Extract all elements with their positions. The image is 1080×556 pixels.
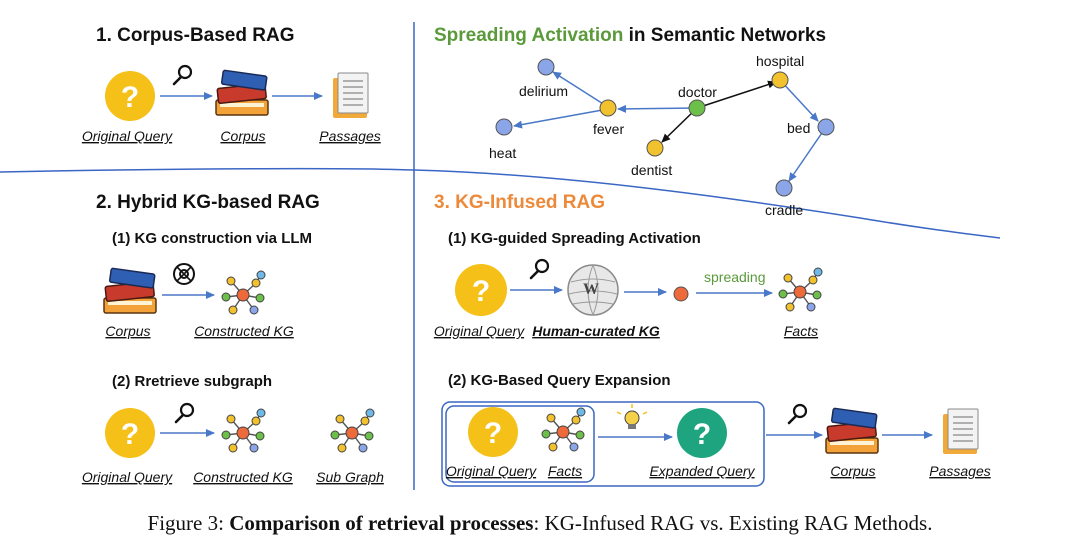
- figure-caption: Figure 3: Comparison of retrieval proces…: [148, 511, 933, 535]
- search-icon: [174, 402, 195, 424]
- label-corpus: Corpus: [220, 128, 265, 144]
- svg-text:?: ?: [472, 275, 490, 308]
- node-hospital: [771, 71, 789, 89]
- node-dentist: [646, 139, 664, 157]
- lightbulb-icon: [616, 404, 648, 429]
- search-icon: [787, 403, 808, 425]
- search-icon: [529, 258, 550, 280]
- expanded-query-icon: [677, 408, 727, 458]
- semantic-network: delirium doctor hospital fever bed heat …: [489, 53, 835, 218]
- label-original-query: Original Query: [82, 128, 173, 144]
- search-icon: [172, 64, 193, 86]
- section2-step1: (1) KG construction via LLM: [112, 230, 312, 247]
- label-constructed-kg: Constructed KG: [193, 469, 293, 485]
- node-delirium: [537, 58, 555, 76]
- label-corpus: Corpus: [830, 463, 875, 479]
- section3-step1: (1) KG-guided Spreading Activation: [448, 230, 701, 247]
- node-bed: [817, 118, 835, 136]
- node-label-dentist: dentist: [631, 162, 672, 178]
- node-label-doctor: doctor: [678, 84, 717, 100]
- label-expanded-query: Expanded Query: [649, 463, 755, 479]
- node-label-hospital: hospital: [756, 53, 804, 69]
- spreading-label: spreading: [704, 269, 766, 285]
- kg-graph-icon: [221, 408, 266, 453]
- label-facts: Facts: [784, 323, 818, 339]
- passages-doc-icon: [332, 72, 369, 119]
- facts-kg-icon: [541, 407, 586, 452]
- query-icon: [105, 71, 155, 121]
- label-corpus: Corpus: [105, 323, 150, 339]
- caption-prefix: Figure 3:: [148, 511, 230, 535]
- kg-graph-icon: [221, 270, 266, 315]
- curved-divider: [0, 167, 1001, 239]
- corpus-books-icon: [103, 267, 157, 314]
- node-label-bed: bed: [787, 120, 810, 136]
- expansion-outer-box: [441, 401, 765, 487]
- node-doctor: [688, 99, 706, 117]
- node-label-heat: heat: [489, 145, 516, 161]
- label-original-query: Original Query: [434, 323, 525, 339]
- node-label-fever: fever: [593, 121, 624, 137]
- label-original-query: Original Query: [446, 463, 537, 479]
- section1-title: 1. Corpus-Based RAG: [96, 25, 294, 46]
- section2-step2: (2) Rretrieve subgraph: [112, 373, 272, 390]
- query-icon: [105, 408, 155, 458]
- svg-text:?: ?: [693, 418, 711, 451]
- node-cradle: [775, 179, 793, 197]
- section3-step2: (2) KG-Based Query Expansion: [448, 372, 671, 389]
- expansion-inner-box: [445, 405, 595, 483]
- query-icon: [455, 264, 507, 316]
- label-constructed-kg: Constructed KG: [194, 323, 294, 339]
- llm-logo-icon: [173, 263, 195, 285]
- label-facts: Facts: [548, 463, 582, 479]
- passages-doc-icon: [942, 408, 979, 455]
- caption-rest: : KG-Infused RAG vs. Existing RAG Method…: [533, 511, 932, 535]
- subgraph-icon: [330, 408, 375, 453]
- label-original-query: Original Query: [82, 469, 173, 485]
- facts-kg-icon: [778, 267, 823, 312]
- section3-title: 3. KG-Infused RAG: [434, 192, 605, 213]
- node-label-cradle: cradle: [765, 202, 803, 218]
- sa-title-colored: Spreading Activation: [434, 25, 623, 46]
- section2-title: 2. Hybrid KG-based RAG: [96, 192, 320, 213]
- corpus-books-icon: [825, 407, 879, 454]
- wikipedia-globe-icon: W: [567, 264, 619, 316]
- activated-entity-dot: [673, 286, 689, 302]
- svg-text:W: W: [583, 281, 599, 298]
- node-label-delirium: delirium: [519, 83, 568, 99]
- node-fever: [599, 99, 617, 117]
- node-heat: [495, 118, 513, 136]
- label-sub-graph: Sub Graph: [316, 469, 384, 485]
- sa-title: Spreading Activation in Semantic Network…: [434, 25, 826, 46]
- sa-title-rest: in Semantic Networks: [623, 25, 826, 46]
- label-human-curated-kg: Human-curated KG: [532, 323, 660, 339]
- label-passages: Passages: [319, 128, 380, 144]
- corpus-books-icon: [215, 69, 269, 116]
- caption-bold: Comparison of retrieval processes: [229, 511, 533, 535]
- query-icon: [468, 407, 518, 457]
- label-passages: Passages: [929, 463, 990, 479]
